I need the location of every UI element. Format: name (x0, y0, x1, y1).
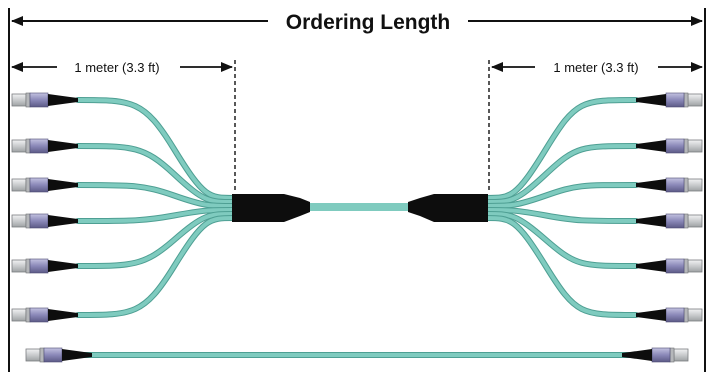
right-straight-connector-boot (622, 349, 652, 361)
right-connector-body (665, 138, 685, 154)
left-connector (11, 307, 78, 323)
left-connector-body (29, 138, 49, 154)
connectors (11, 92, 703, 363)
left-connector-ferrule (11, 178, 27, 192)
right-furcation-taper (408, 194, 434, 222)
fiber-legs (75, 97, 639, 358)
right-connector (636, 258, 703, 274)
left-connector-ferrule (11, 93, 27, 107)
left-connector-body (29, 213, 49, 229)
left-breakout-fiber (76, 208, 236, 223)
right-straight-connector (622, 347, 689, 363)
right-connector-ferrule (687, 178, 703, 192)
left-connector-ferrule (11, 308, 27, 322)
left-furcation-unit (232, 194, 310, 222)
right-connector (636, 138, 703, 154)
right-breakout-fiber (484, 216, 638, 317)
right-connector (636, 92, 703, 108)
left-breakout-fiber (76, 98, 236, 200)
left-straight-connector-body (43, 347, 63, 363)
left-breakout-fiber (76, 212, 236, 268)
ordering-length-dimension: Ordering Length (11, 11, 703, 34)
left-connector-collar (25, 92, 31, 108)
left-connector-body (29, 92, 49, 108)
left-connector (11, 177, 78, 193)
right-connector (636, 177, 703, 193)
left-connector-boot (48, 215, 78, 227)
left-connector-boot (48, 179, 78, 191)
trunk-fiber (305, 203, 415, 211)
right-breakout-dimension: 1 meter (3.3 ft) (488, 60, 703, 193)
left-breakout-fiber (76, 216, 236, 317)
right-connector-collar (683, 138, 689, 154)
right-connector-ferrule (687, 139, 703, 153)
left-breakout-fiber (76, 183, 236, 208)
right-straight-connector-body (651, 347, 671, 363)
right-connector-collar (683, 258, 689, 274)
left-breakout-dimension: 1 meter (3.3 ft) (11, 60, 236, 193)
left-straight-connector-ferrule (25, 348, 41, 362)
left-connector-collar (25, 213, 31, 229)
ordering-length-title: Ordering Length (286, 11, 451, 34)
left-straight-connector (25, 347, 92, 363)
left-furcation-taper (284, 194, 310, 222)
left-breakout-label: 1 meter (3.3 ft) (74, 60, 159, 75)
left-connector (11, 92, 78, 108)
left-connector-boot (48, 140, 78, 152)
left-connector-collar (25, 177, 31, 193)
left-connector (11, 258, 78, 274)
right-breakout-fiber (484, 98, 638, 200)
left-connector-boot (48, 309, 78, 321)
right-breakout-fiber (484, 144, 638, 204)
right-furcation-unit (408, 194, 488, 222)
right-connector (636, 213, 703, 229)
right-connector-collar (683, 177, 689, 193)
left-connector-body (29, 307, 49, 323)
left-connector-collar (25, 258, 31, 274)
right-breakout-label: 1 meter (3.3 ft) (553, 60, 638, 75)
right-straight-connector-ferrule (673, 348, 689, 362)
left-connector-body (29, 177, 49, 193)
left-connector-boot (48, 94, 78, 106)
left-connector (11, 213, 78, 229)
right-breakout-fiber (484, 212, 638, 268)
right-connector-body (665, 92, 685, 108)
left-breakout-fiber (76, 144, 236, 204)
left-connector-body (29, 258, 49, 274)
right-connector-ferrule (687, 93, 703, 107)
right-connector-boot (636, 260, 666, 272)
left-connector-ferrule (11, 214, 27, 228)
right-connector-body (665, 213, 685, 229)
right-connector-boot (636, 215, 666, 227)
left-connector-collar (25, 307, 31, 323)
left-connector (11, 138, 78, 154)
trunk-cable (305, 203, 415, 211)
right-connector-boot (636, 309, 666, 321)
right-connector-boot (636, 140, 666, 152)
right-connector-ferrule (687, 214, 703, 228)
right-connector-boot (636, 94, 666, 106)
right-connector (636, 307, 703, 323)
right-connector-collar (683, 213, 689, 229)
left-straight-connector-boot (62, 349, 92, 361)
right-furcation-body (434, 194, 488, 222)
right-connector-body (665, 307, 685, 323)
right-breakout-fiber (484, 208, 638, 223)
left-connector-collar (25, 138, 31, 154)
left-connector-ferrule (11, 259, 27, 273)
left-connector-ferrule (11, 139, 27, 153)
left-straight-connector-collar (39, 347, 45, 363)
left-connector-boot (48, 260, 78, 272)
right-connector-collar (683, 92, 689, 108)
right-connector-body (665, 258, 685, 274)
right-connector-collar (683, 307, 689, 323)
left-furcation-body (232, 194, 284, 222)
right-breakout-fiber (484, 183, 638, 208)
right-connector-boot (636, 179, 666, 191)
right-connector-ferrule (687, 259, 703, 273)
right-connector-ferrule (687, 308, 703, 322)
right-connector-body (665, 177, 685, 193)
right-straight-connector-collar (669, 347, 675, 363)
